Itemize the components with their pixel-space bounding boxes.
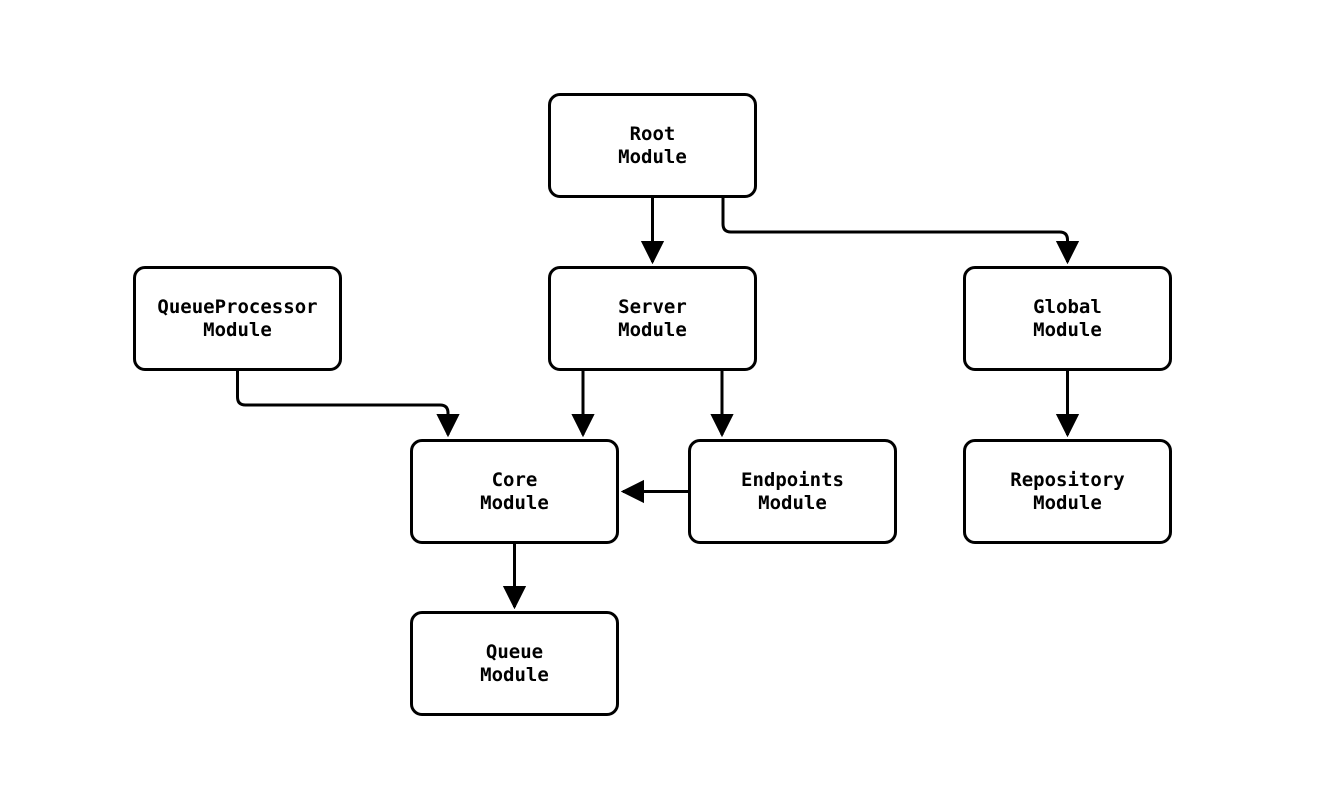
node-endpoints-module-label: Endpoints Module <box>741 468 844 514</box>
node-queue-module-label: Queue Module <box>480 640 549 686</box>
node-core-module: Core Module <box>410 439 619 544</box>
node-repository-module: Repository Module <box>963 439 1172 544</box>
node-queueprocessor-module-label: QueueProcessor Module <box>157 295 318 341</box>
node-global-module: Global Module <box>963 266 1172 371</box>
edge-queueprocessor-to-core <box>236 370 449 435</box>
node-root-module: Root Module <box>548 93 757 198</box>
node-core-module-label: Core Module <box>480 468 549 514</box>
edge-root-to-global <box>721 197 1068 262</box>
node-repository-module-label: Repository Module <box>1010 468 1125 514</box>
node-server-module: Server Module <box>548 266 757 371</box>
node-server-module-label: Server Module <box>618 295 687 341</box>
node-queueprocessor-module: QueueProcessor Module <box>133 266 342 371</box>
node-root-module-label: Root Module <box>618 122 687 168</box>
node-endpoints-module: Endpoints Module <box>688 439 897 544</box>
node-queue-module: Queue Module <box>410 611 619 716</box>
node-global-module-label: Global Module <box>1033 295 1102 341</box>
